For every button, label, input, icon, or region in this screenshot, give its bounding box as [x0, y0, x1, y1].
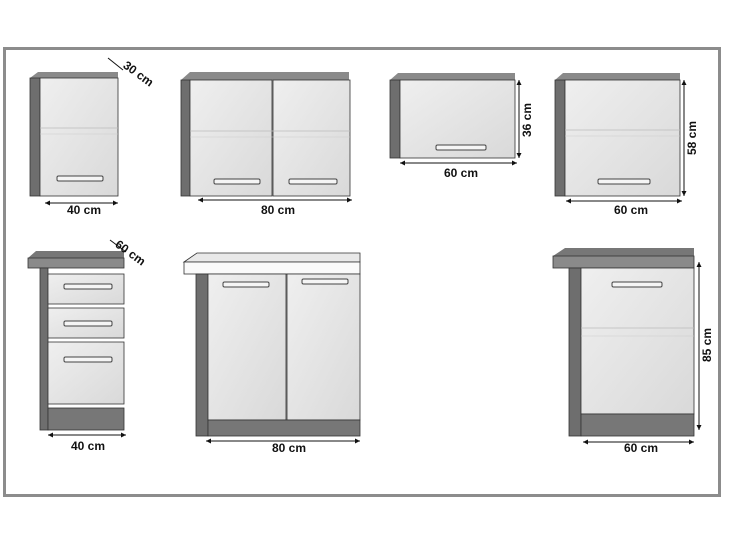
dim-height-label: 85 cm [700, 328, 714, 362]
dim-width-label: 60 cm [624, 441, 658, 455]
dim-width-label: 60 cm [614, 203, 648, 217]
wall-cabinet-40: 40 cm 30 cm [29, 57, 156, 217]
dim-width-label: 40 cm [67, 203, 101, 217]
dim-height-label: 36 cm [520, 103, 534, 137]
base-cabinet-80: 80 cm [182, 252, 361, 455]
dim-width-label: 60 cm [444, 166, 478, 180]
dim-width-label: 80 cm [261, 203, 295, 217]
dim-depth-label: 30 cm [120, 58, 156, 89]
dim-width-label: 80 cm [272, 441, 306, 455]
wall-cabinet-60: 60 cm 58 cm [554, 73, 699, 217]
base-cabinet-60: 60 cm 85 cm [552, 248, 714, 455]
wall-cabinet-60-low: 60 cm 36 cm [389, 73, 534, 180]
wall-cabinet-80: 80 cm [180, 72, 352, 217]
dim-height-label: 58 cm [685, 121, 699, 155]
base-cabinet-40-drawers: 40 cm 60 cm [27, 237, 148, 453]
dim-width-label: 40 cm [71, 439, 105, 453]
